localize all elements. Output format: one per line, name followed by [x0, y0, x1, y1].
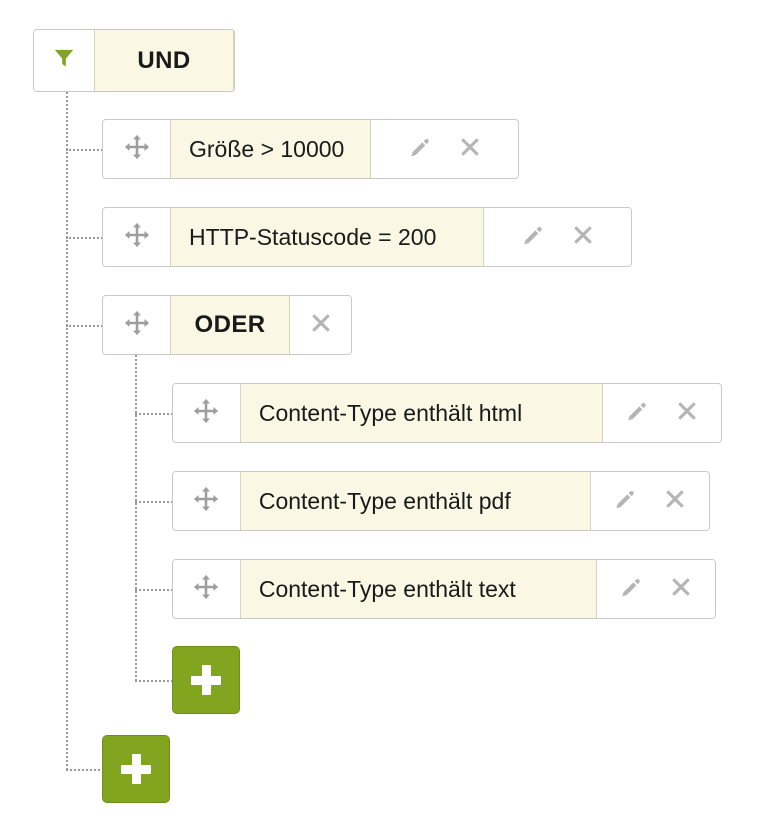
condition-label: Content-Type enthält html	[239, 384, 603, 442]
condition-label: Content-Type enthält pdf	[239, 472, 591, 530]
delete-button[interactable]	[663, 487, 687, 516]
group-connector-branch-1	[135, 413, 173, 415]
group-connector-branch-3	[135, 589, 173, 591]
drag-handle[interactable]	[103, 296, 170, 354]
edit-button[interactable]	[408, 135, 432, 164]
drag-handle[interactable]	[173, 384, 240, 442]
pencil-icon	[625, 399, 649, 428]
move-arrows-icon	[192, 573, 220, 606]
group-operator-label: ODER	[170, 296, 290, 354]
pencil-icon	[521, 223, 545, 252]
group-connector-vertical	[135, 355, 137, 681]
move-arrows-icon	[192, 485, 220, 518]
group-connector-branch-2	[135, 501, 173, 503]
close-x-icon	[458, 135, 482, 164]
drag-handle[interactable]	[103, 120, 170, 178]
drag-handle[interactable]	[103, 208, 170, 266]
delete-button[interactable]	[669, 575, 693, 604]
root-connector-branch-2	[66, 237, 103, 239]
condition-label: Content-Type enthält text	[239, 560, 597, 618]
condition-label: HTTP-Statuscode = 200	[170, 208, 484, 266]
condition-row: Content-Type enthält text	[172, 559, 716, 619]
delete-button[interactable]	[458, 135, 482, 164]
condition-row: Content-Type enthält pdf	[172, 471, 710, 531]
edit-button[interactable]	[625, 399, 649, 428]
delete-button[interactable]	[675, 399, 699, 428]
close-x-icon	[663, 487, 687, 516]
group-row: ODER	[102, 295, 352, 355]
condition-row: Größe > 10000	[102, 119, 519, 179]
condition-row: HTTP-Statuscode = 200	[102, 207, 632, 267]
close-x-icon	[309, 311, 333, 340]
condition-row: Content-Type enthält html	[172, 383, 722, 443]
condition-actions	[484, 208, 631, 266]
root-connector-branch-add	[66, 769, 104, 771]
edit-button[interactable]	[619, 575, 643, 604]
plus-icon-vertical	[201, 665, 211, 695]
filter-root-node: UND	[33, 29, 235, 92]
close-x-icon	[571, 223, 595, 252]
plus-icon-vertical	[131, 754, 141, 784]
drag-handle[interactable]	[173, 560, 240, 618]
move-arrows-icon	[123, 309, 151, 342]
pencil-icon	[619, 575, 643, 604]
condition-label: Größe > 10000	[170, 120, 371, 178]
root-operator-label: UND	[94, 30, 234, 91]
root-connector-branch-3	[66, 325, 103, 327]
condition-actions	[371, 120, 518, 178]
condition-actions	[603, 384, 721, 442]
add-condition-button-root[interactable]	[102, 735, 170, 803]
drag-handle[interactable]	[173, 472, 240, 530]
filter-funnel-cell	[34, 30, 94, 91]
close-x-icon	[675, 399, 699, 428]
move-arrows-icon	[123, 133, 151, 166]
group-connector-branch-add	[135, 680, 173, 682]
root-connector-branch-1	[66, 149, 103, 151]
pencil-icon	[408, 135, 432, 164]
add-condition-button-group[interactable]	[172, 646, 240, 714]
move-arrows-icon	[192, 397, 220, 430]
close-x-icon	[669, 575, 693, 604]
root-connector-vertical	[66, 92, 68, 770]
edit-button[interactable]	[613, 487, 637, 516]
edit-button[interactable]	[521, 223, 545, 252]
condition-actions	[597, 560, 715, 618]
pencil-icon	[613, 487, 637, 516]
delete-button[interactable]	[290, 296, 351, 354]
move-arrows-icon	[123, 221, 151, 254]
condition-actions	[591, 472, 709, 530]
filter-funnel-icon	[51, 45, 77, 76]
delete-button[interactable]	[571, 223, 595, 252]
